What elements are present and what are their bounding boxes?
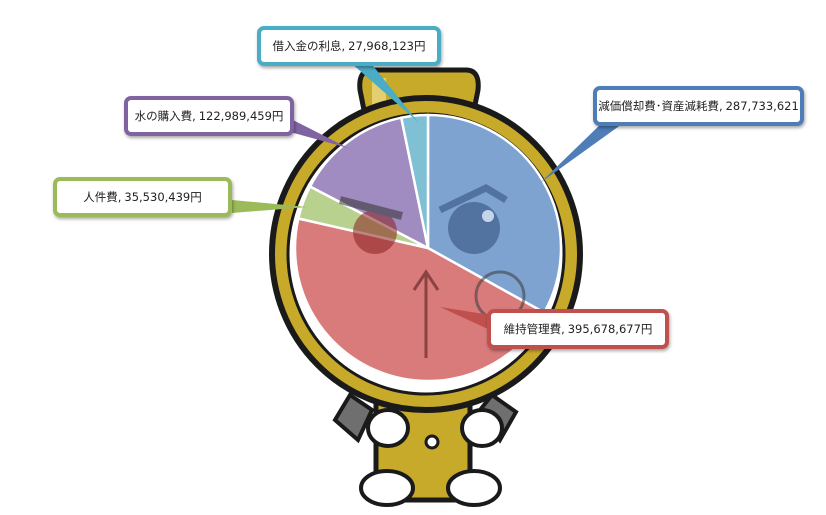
callout-suffix: 円 bbox=[414, 39, 426, 53]
mascot-brow-right bbox=[438, 184, 508, 214]
callout-label: 人件費 bbox=[83, 190, 118, 204]
mascot-nose-arrow bbox=[412, 269, 440, 358]
mascot-eye-right-shine bbox=[482, 210, 494, 222]
pie-slice-4 bbox=[399, 113, 430, 249]
mascot-eye-right bbox=[448, 202, 500, 254]
mascot-hand-left bbox=[366, 408, 410, 448]
strap-buckle bbox=[424, 434, 440, 450]
callout-label: 借入金の利息 bbox=[272, 39, 342, 53]
callout-label: 維持管理費 bbox=[503, 322, 562, 336]
mascot-face bbox=[339, 184, 526, 358]
leader-4 bbox=[350, 62, 418, 122]
callout-depreciation: 減価償却費･資産減耗費,287,733,621 bbox=[593, 86, 804, 126]
callout-label: 水の購入費 bbox=[134, 109, 193, 123]
leader-1 bbox=[440, 307, 490, 330]
mascot-foot-right bbox=[446, 469, 502, 507]
mascot-eye-left bbox=[353, 210, 397, 254]
mascot-arm-left bbox=[332, 392, 375, 444]
callout-value: 395,678,677 bbox=[567, 322, 641, 336]
callout-value: 27,968,123 bbox=[348, 39, 414, 53]
callout-value: 122,989,459 bbox=[198, 109, 272, 123]
callout-value: 287,733,621 bbox=[725, 99, 799, 113]
mascot-brow-left bbox=[339, 196, 403, 220]
leader-2 bbox=[232, 200, 308, 213]
leader-3 bbox=[283, 120, 348, 148]
mascot-hand-right bbox=[460, 408, 504, 448]
mascot-foot-left bbox=[359, 469, 415, 507]
pie-slice-1 bbox=[293, 216, 546, 383]
callout-suffix: 円 bbox=[271, 109, 284, 123]
callout-value: 35,530,439 bbox=[124, 190, 191, 204]
callout-suffix: 円 bbox=[190, 190, 202, 204]
callout-leaders bbox=[232, 62, 622, 330]
callout-suffix: 円 bbox=[640, 322, 653, 336]
callout-label: 減価償却費･資産減耗費 bbox=[598, 99, 719, 113]
leader-0 bbox=[540, 120, 622, 183]
